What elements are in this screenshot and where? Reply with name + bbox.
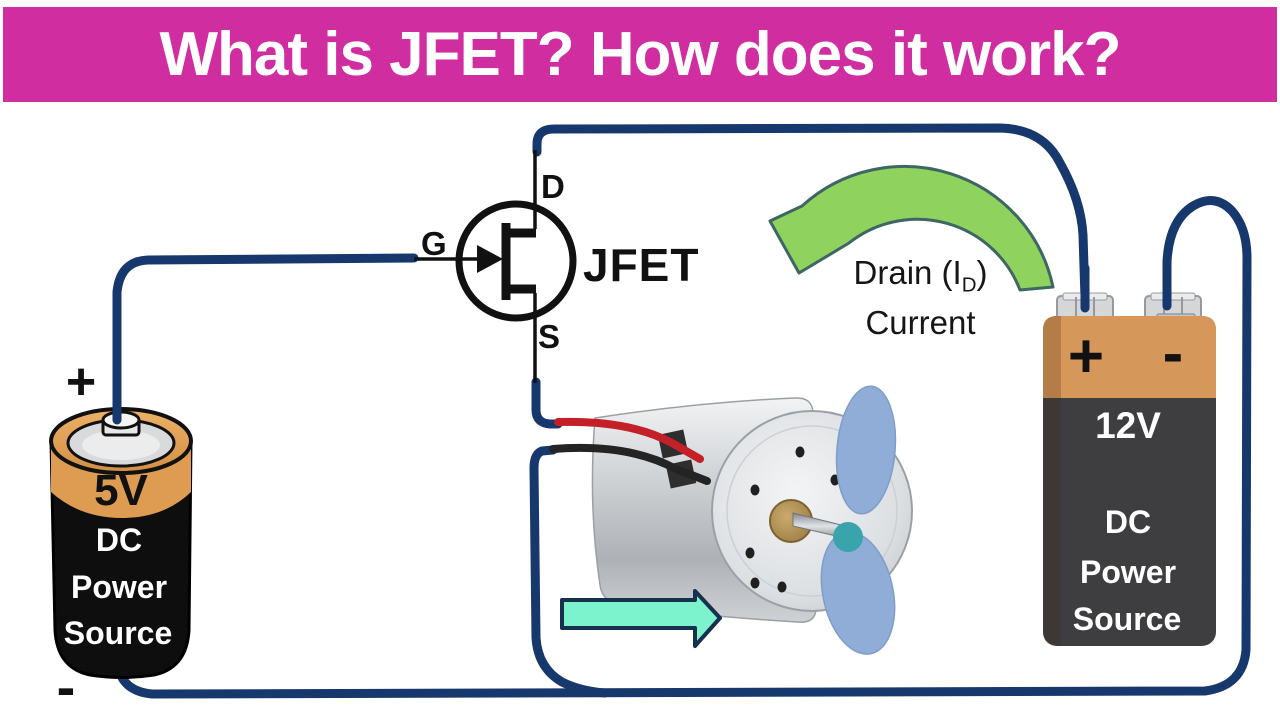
battery-12v-body: [1043, 316, 1216, 646]
battery-12v-voltage: 12V: [1095, 405, 1161, 446]
drain-current-label: Drain (ID) Current: [828, 250, 1013, 346]
black-motor-wire: [549, 443, 711, 485]
battery-5v-line3: Source: [64, 615, 172, 651]
jfet-name-label: JFET: [583, 239, 699, 291]
fan-blade-top: [835, 385, 897, 515]
red-motor-wire: [554, 417, 704, 463]
wire-drain-to-12v: [532, 123, 1090, 303]
drain-current-arrow: [768, 164, 1055, 292]
battery-12v-line1: DC: [1105, 504, 1151, 540]
battery-12v-minus: -: [1163, 319, 1184, 388]
page-title: What is JFET? How does it work?: [159, 20, 1121, 89]
battery-5v-line1: DC: [96, 522, 142, 558]
fan-hub: [833, 522, 863, 552]
battery-12v-terminal-right-top: [1150, 292, 1196, 301]
jfet-gate-arrow: [477, 245, 503, 273]
jfet-symbol: [414, 150, 577, 383]
battery-5v-voltage: 5V: [94, 466, 148, 515]
wire-motor-return: [529, 445, 610, 698]
jfet-source-label: S: [538, 318, 560, 355]
jfet-circle: [455, 200, 577, 322]
battery-12v-line2: Power: [1080, 554, 1176, 590]
wire-bottom-loop: [113, 196, 1252, 699]
battery-5v-line2: Power: [71, 569, 167, 605]
battery-12v-orange-band: [1043, 316, 1216, 398]
battery-5v: [49, 407, 193, 679]
battery-12v-plus: +: [1068, 322, 1104, 391]
wire-gate-to-5v: [112, 253, 419, 425]
wire-source-hook: [531, 377, 563, 429]
battery-12v: [1043, 292, 1216, 646]
motor-face-ring: [726, 425, 898, 597]
battery-5v-top-inner2: [82, 430, 160, 460]
battery-5v-minus: -: [57, 655, 76, 718]
drain-current-line2: Current: [865, 303, 976, 341]
drain-current-line1: Drain (ID): [853, 254, 988, 297]
motor-pointer-arrow: [560, 589, 722, 648]
battery-5v-plus: +: [66, 353, 96, 411]
circuit-wires: [113, 123, 1252, 699]
title-banner: What is JFET? How does it work?: [3, 7, 1277, 102]
battery-12v-line3: Source: [1073, 601, 1181, 637]
battery-12v-left-shade: [1043, 316, 1061, 646]
jfet-gate-label: G: [421, 225, 447, 262]
dc-motor: [549, 385, 913, 655]
jfet-drain-label: D: [541, 168, 565, 205]
